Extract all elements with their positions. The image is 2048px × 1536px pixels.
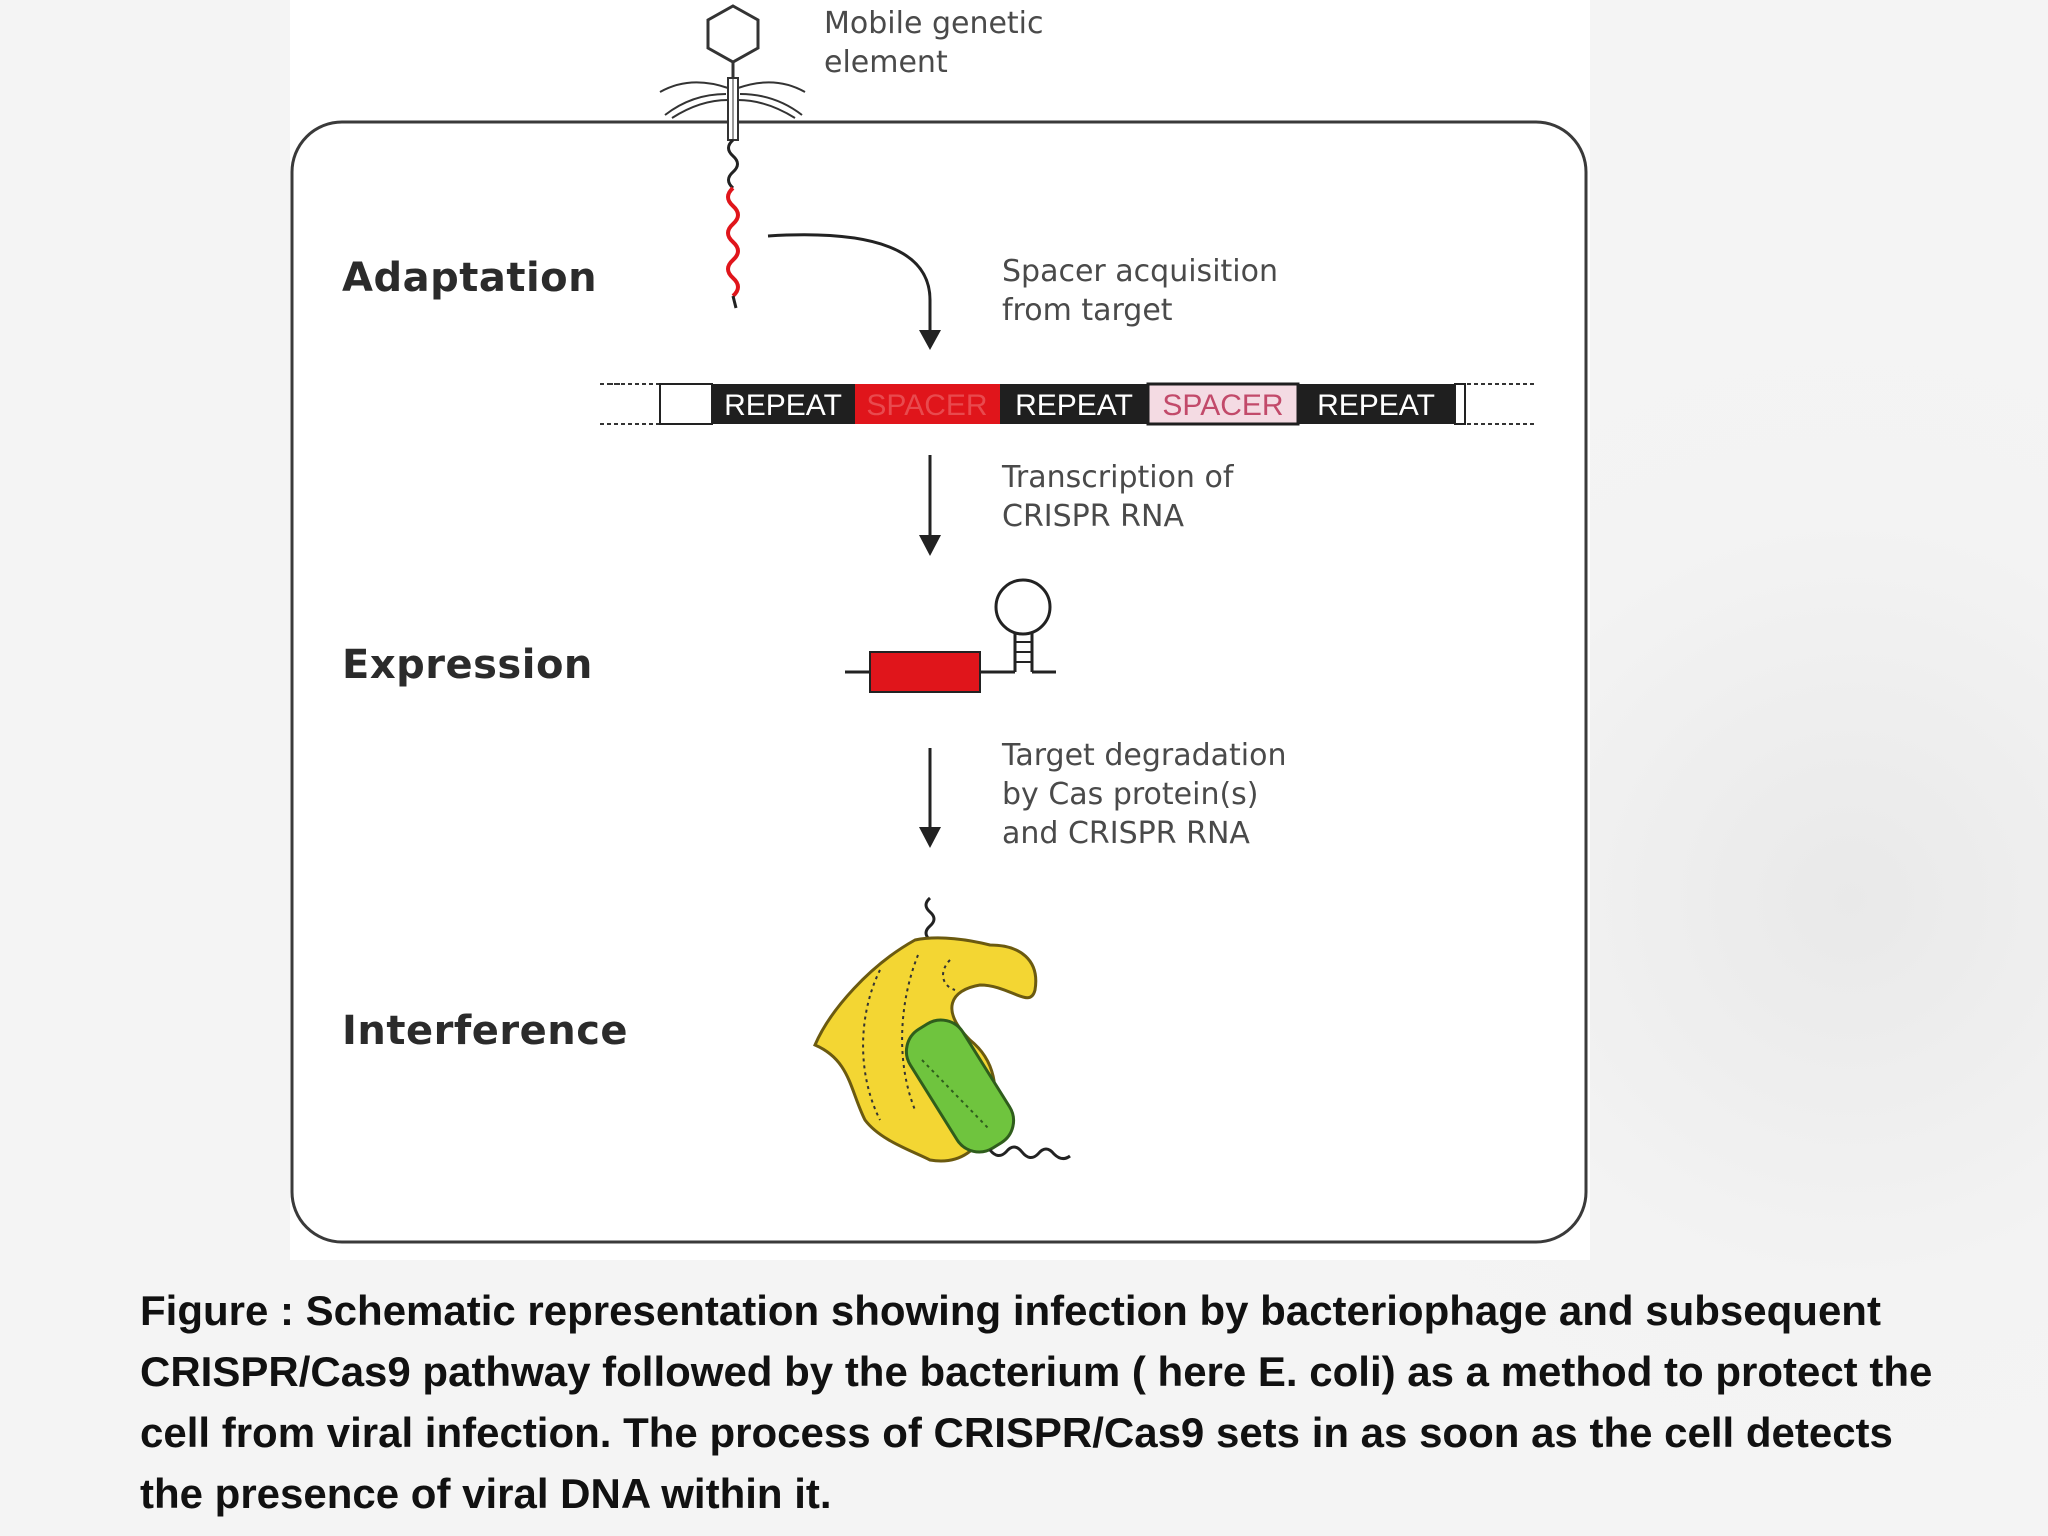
stage-adaptation-label: Adaptation [342,255,598,301]
repeat-label-2: REPEAT [1015,389,1133,422]
spacer-segment-old [1146,382,1300,426]
crispr-array: REPEAT SPACER REPEAT SPACER REPEAT [600,382,1535,426]
cas-protein-complex [813,896,1071,1163]
crispr-diagram: REPEAT SPACER REPEAT SPACER REPEAT [290,4,1588,1244]
stage-interference-label: Interference [342,1008,629,1054]
stage-expression-label: Expression [342,642,593,688]
spacer-acquisition-arrow [767,233,932,335]
target-degradation-note: Target degradation by Cas protein(s) and… [1002,738,1287,851]
spacer-label-new: SPACER [866,389,987,422]
bacteriophage-icon [659,4,806,309]
crispr-rna-icon [845,578,1056,693]
figure-caption: Figure : Schematic representation showin… [140,1287,1933,1517]
spacer-segment-new [855,384,1000,424]
diagram-panel: REPEAT SPACER REPEAT SPACER REPEAT [290,0,1590,1260]
repeat-label-1: REPEAT [724,389,842,422]
mobile-element-label: Mobile genetic element [824,6,1044,80]
spacer-label-old: SPACER [1162,389,1283,422]
repeat-label-3: REPEAT [1317,389,1435,422]
repeat-segment-3 [1298,384,1455,424]
repeat-segment-1 [712,384,855,424]
repeat-segment-2 [1000,384,1148,424]
bacterial-cell-outline [290,120,1588,1244]
transcription-note: Transcription of CRISPR RNA [1002,460,1234,534]
spacer-acquisition-note: Spacer acquisition from target [1002,254,1278,328]
